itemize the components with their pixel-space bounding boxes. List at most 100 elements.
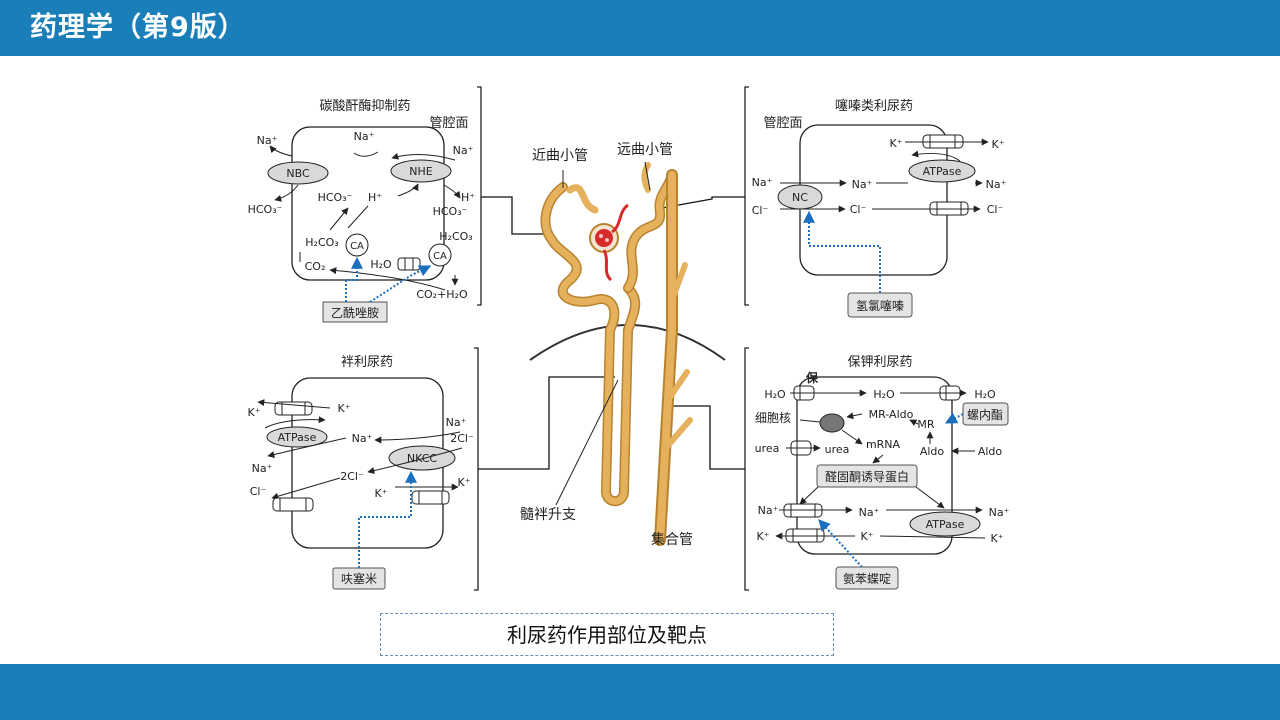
ksparing-atpase bbox=[909, 511, 981, 537]
figure-caption: 利尿药作用部位及靶点 bbox=[507, 623, 707, 647]
ksparing-k-uptake-line bbox=[879, 535, 986, 539]
footer-bar bbox=[0, 664, 1280, 720]
ksparing-bao: 保 bbox=[805, 370, 819, 385]
thiazide-na-lumen: Na⁺ bbox=[752, 176, 773, 189]
ca-h-to-nhe-arrow bbox=[397, 183, 419, 197]
ca-h2co3-lumen: H₂CO₃ bbox=[439, 230, 472, 243]
thiazide-k-right: K⁺ bbox=[991, 138, 1004, 151]
loop-atpase bbox=[266, 426, 328, 448]
ca-arrow-to-h bbox=[347, 205, 369, 229]
loop-na-in-arrow bbox=[374, 431, 461, 444]
thiazide-drug-arrow bbox=[803, 210, 881, 293]
nephron-tubule bbox=[542, 183, 639, 505]
ksparing-mr: MR bbox=[917, 418, 934, 431]
label-proximal-tubule: 近曲小管 bbox=[532, 148, 588, 164]
loop-bracket bbox=[474, 347, 479, 591]
ksparing-urea-mid: urea bbox=[825, 443, 850, 456]
triamterene-arrow bbox=[818, 519, 863, 568]
ca-hco3-out: HCO₃⁻ bbox=[248, 203, 283, 216]
loop-k-out-arrow bbox=[257, 399, 331, 409]
ca-h-lumen: H⁺ bbox=[461, 191, 475, 204]
loop-cl-in-arrow bbox=[367, 447, 463, 474]
loop-k-channel-lumen bbox=[411, 490, 450, 505]
ca-drug-box bbox=[322, 301, 388, 323]
nhe-label: NHE bbox=[409, 165, 433, 178]
ca-na-top: Na⁺ bbox=[354, 130, 375, 143]
ksparing-protein-atpase-arrow bbox=[915, 486, 945, 509]
ca-co2-h2o: CO₂+H₂O bbox=[416, 288, 468, 301]
ca-na-out-arrow bbox=[269, 145, 293, 157]
ca-panel-title: 碳酸酐酶抑制药 bbox=[319, 98, 410, 114]
collecting-branch-3 bbox=[661, 417, 693, 453]
ksparing-aldo-in: Aldo bbox=[920, 445, 945, 458]
ca-hco3-in: HCO₃⁻ bbox=[318, 191, 353, 204]
glomerulus-dot1 bbox=[599, 234, 603, 238]
thiazide-na-mid: Na⁺ bbox=[852, 178, 873, 191]
ksparing-nucleus bbox=[819, 413, 845, 433]
triamterene-box bbox=[835, 566, 899, 590]
ksparing-h2o-left: H₂O bbox=[764, 388, 786, 401]
ca-enzyme-cell-label: CA bbox=[350, 241, 364, 252]
distal-tip bbox=[641, 162, 651, 193]
collecting-duct bbox=[656, 171, 676, 544]
thiazide-drug-label: 氢氯噻嗪 bbox=[856, 298, 904, 313]
ksparing-nucleus-pointer bbox=[799, 419, 821, 423]
nc-label: NC bbox=[792, 191, 808, 204]
ca-na-lumen: Na⁺ bbox=[453, 144, 474, 157]
loop-cl-channel bbox=[272, 497, 314, 512]
thiazide-atpase bbox=[908, 159, 976, 183]
page-title: 药理学（第9版） bbox=[30, 12, 246, 43]
label-loop-ascending: 髓袢升支 bbox=[520, 507, 576, 523]
nhe-transporter bbox=[390, 159, 452, 183]
ca-enzyme-lumen-label: CA bbox=[433, 251, 447, 262]
thiazide-atpase-label: ATPase bbox=[923, 165, 962, 178]
ca-enzyme-lumen bbox=[428, 243, 452, 267]
ksparing-k-right: K⁺ bbox=[990, 532, 1003, 545]
ksparing-na-left: Na⁺ bbox=[758, 504, 779, 517]
ca-panel-bracket bbox=[477, 86, 482, 306]
ca-na-top-arc bbox=[353, 151, 379, 157]
ksparing-mrna-protein-arrow bbox=[872, 454, 884, 464]
ca-h2o: H₂O bbox=[370, 258, 392, 271]
ca-cell bbox=[291, 126, 445, 281]
ksparing-bracket bbox=[744, 347, 749, 591]
ca-h2co3-in: H₂CO₃ bbox=[305, 236, 338, 249]
ca-h-lumen-arrow bbox=[443, 184, 461, 199]
thiazide-cl-mid: Cl⁻ bbox=[850, 203, 867, 216]
label-loop-pointer bbox=[555, 379, 619, 506]
spironolactone-arrow bbox=[944, 412, 964, 424]
loop-k-mid: K⁺ bbox=[374, 487, 387, 500]
ksparing-connector bbox=[668, 405, 745, 470]
thiazide-na-right: Na⁺ bbox=[986, 178, 1007, 191]
ksparing-k-mid: K⁺ bbox=[860, 530, 873, 543]
ca-na-out: Na⁺ bbox=[257, 134, 278, 147]
ksparing-mr-aldo-arrow bbox=[846, 412, 863, 420]
loop-drug-label: 呋塞米 bbox=[341, 571, 377, 586]
ksparing-nucleus-mrna-arrow bbox=[841, 429, 863, 445]
thiazide-title: 噻嗪类利尿药 bbox=[835, 98, 913, 114]
loop-atpase-label: ATPase bbox=[278, 431, 317, 444]
ksparing-k-left: K⁺ bbox=[756, 530, 769, 543]
ksparing-nucleus-label: 细胞核 bbox=[755, 411, 791, 425]
ksparing-title: 保钾利尿药 bbox=[847, 355, 912, 370]
proximal-segment bbox=[566, 184, 599, 214]
glomerulus bbox=[595, 229, 613, 247]
nbc-label: NBC bbox=[286, 167, 310, 180]
collecting-branch-1 bbox=[669, 262, 688, 303]
ksparing-h2o-right: H₂O bbox=[974, 388, 996, 401]
loop-panel: 袢利尿药 K⁺ K⁺ ATPase Na⁺ Na⁺ Cl⁻ Na⁺ 2Cl⁻ N… bbox=[247, 347, 615, 591]
ksparing-mrna: mRNA bbox=[866, 438, 901, 451]
ca-hco3-lumen: HCO₃⁻ bbox=[433, 205, 468, 218]
thiazide-k-uptake-arrow bbox=[911, 150, 961, 162]
loop-na-out-arrow bbox=[267, 437, 347, 458]
ca-co2: CO₂ bbox=[305, 260, 326, 273]
ca-arrow-to-hco3 bbox=[329, 207, 349, 231]
loop-connector bbox=[478, 376, 615, 470]
ksparing-mr-arrow bbox=[909, 419, 919, 426]
loop-k-top: K⁺ bbox=[337, 402, 350, 415]
label-distal-pointer bbox=[644, 161, 651, 191]
loop-k-right: K⁺ bbox=[457, 476, 470, 489]
distal-segment bbox=[624, 171, 676, 292]
thiazide-k-left: K⁺ bbox=[889, 137, 902, 150]
